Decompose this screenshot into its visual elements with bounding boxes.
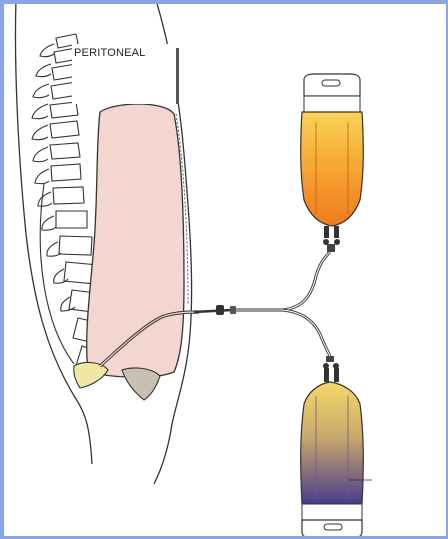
pelvic-bone-right	[122, 368, 160, 400]
inflow-fluid	[301, 112, 364, 226]
outflow-drainage-bag	[301, 356, 372, 538]
peritoneal-label-box: PERITONEAL	[72, 44, 176, 104]
outflow-fluid	[301, 382, 364, 504]
inflow-dialysate-bag	[301, 74, 364, 252]
peritoneal-label: PERITONEAL	[74, 47, 146, 59]
label-divider-bar	[176, 48, 179, 104]
outflow-tubing	[282, 310, 330, 356]
pelvic-bone-left	[74, 363, 108, 388]
peritoneal-dialysis-diagram	[4, 4, 448, 539]
catheter-connector	[194, 305, 282, 315]
